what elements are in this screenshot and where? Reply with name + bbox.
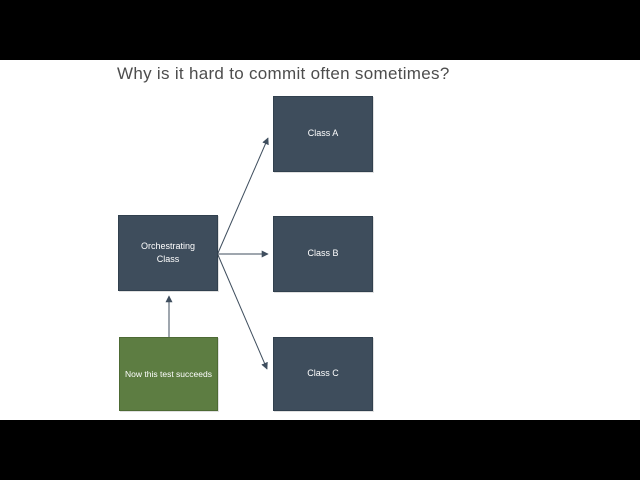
node-orchestrating-class: Orchestrating Class bbox=[118, 215, 218, 291]
node-class-b: Class B bbox=[273, 216, 373, 292]
arrow-orchestrating-to-class-a bbox=[217, 137, 269, 254]
letterbox-bottom bbox=[0, 420, 640, 480]
node-class-a: Class A bbox=[273, 96, 373, 172]
letterbox-top bbox=[0, 0, 640, 60]
node-test-succeeds-label: Now this test succeeds bbox=[125, 368, 212, 379]
node-class-c: Class C bbox=[273, 337, 373, 411]
slide: Why is it hard to commit often sometimes… bbox=[0, 60, 640, 420]
node-class-c-label: Class C bbox=[307, 368, 339, 379]
node-test-succeeds: Now this test succeeds bbox=[119, 337, 218, 411]
slide-title: Why is it hard to commit often sometimes… bbox=[117, 64, 450, 83]
node-orchestrating-class-label: Orchestrating Class bbox=[140, 240, 196, 264]
node-class-b-label: Class B bbox=[307, 248, 339, 259]
arrow-orchestrating-to-class-c bbox=[217, 254, 268, 370]
node-class-a-label: Class A bbox=[307, 128, 339, 139]
